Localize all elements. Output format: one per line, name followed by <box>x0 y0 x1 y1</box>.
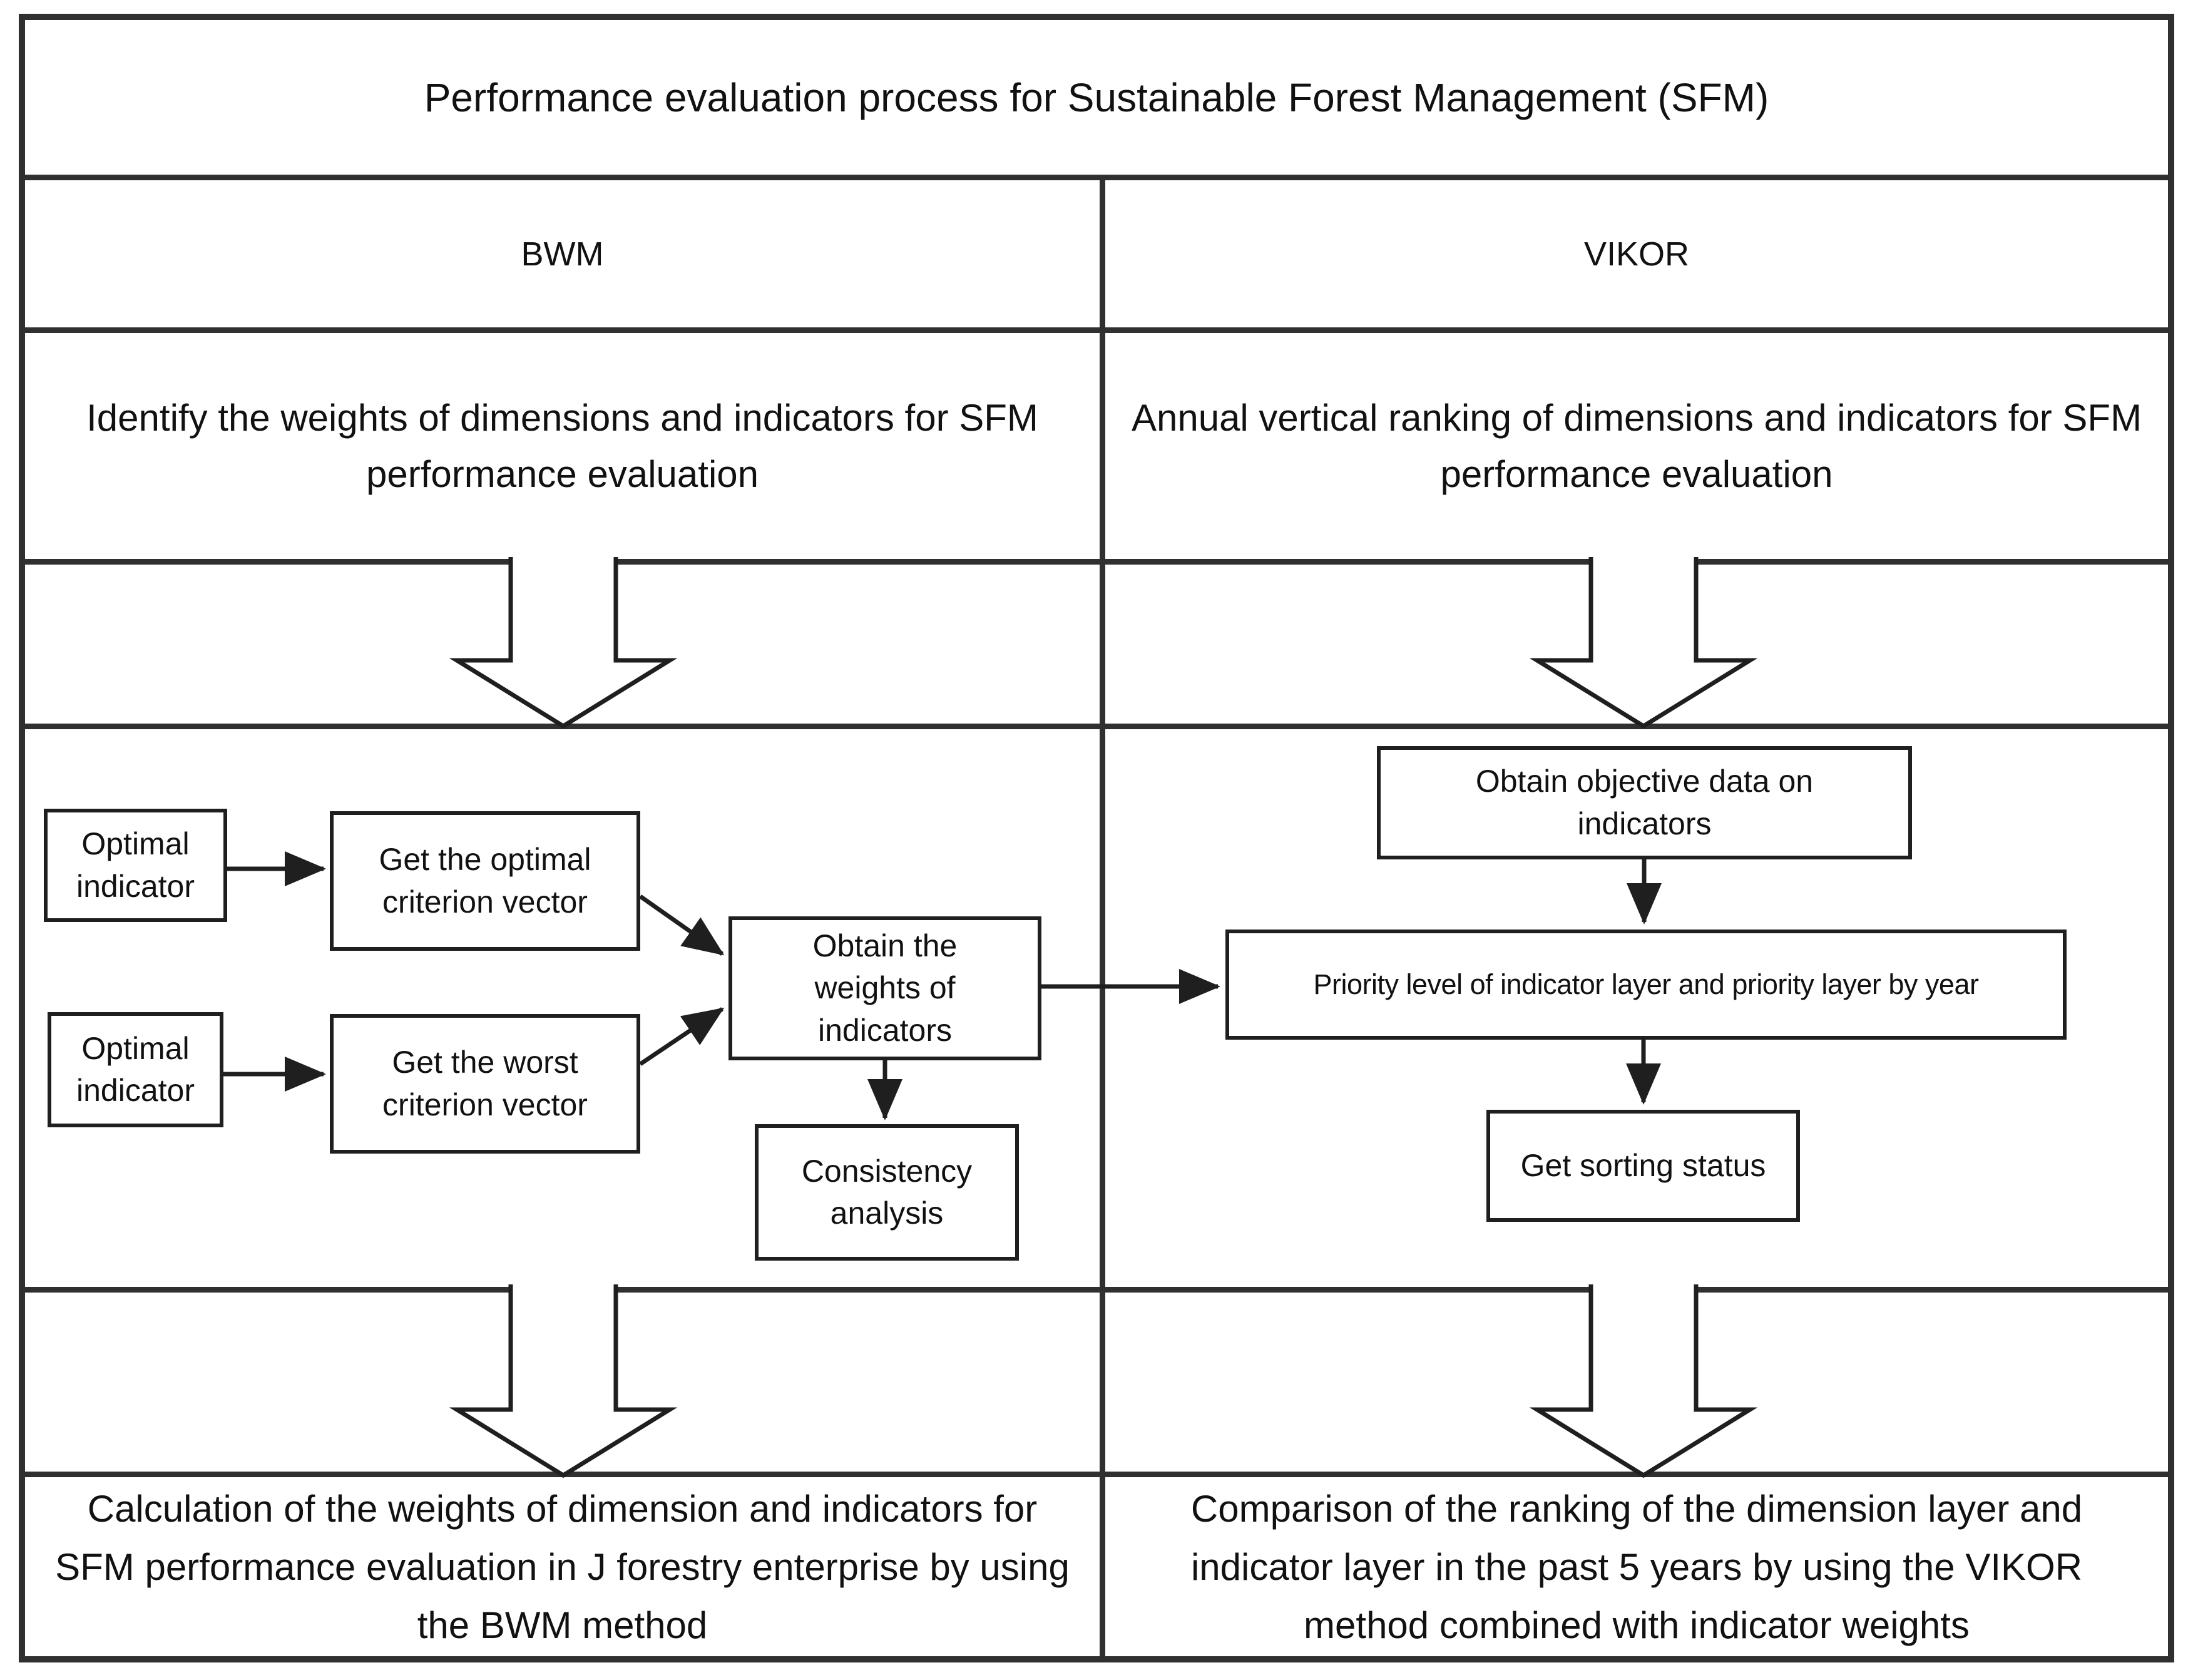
flow-box-get-sorting-status-label: Get sorting status <box>1520 1147 1766 1183</box>
flow-box-get-optimal-criterion-vector-label: Get the optimal criterion vector <box>379 842 591 919</box>
flow-box-optimal-indicator-top: Optimal indicator <box>44 809 227 922</box>
column-header-bwm: BWM <box>25 180 1100 327</box>
vikor-conclusion-cell: Comparison of the ranking of the dimensi… <box>1105 1477 2168 1656</box>
column-header-vikor: VIKOR <box>1105 180 2168 327</box>
flow-box-obtain-objective-data: Obtain objective data on indicators <box>1377 746 1912 859</box>
page-title: Performance evaluation process for Susta… <box>25 20 2168 175</box>
block-arrow-bwm-top <box>449 557 678 729</box>
column-divider <box>1100 175 1105 1656</box>
flow-box-obtain-weights: Obtain the weights of indicators <box>728 916 1041 1060</box>
divider-below-headers <box>25 327 2168 333</box>
flow-box-obtain-weights-label: Obtain the weights of indicators <box>812 928 958 1048</box>
divider-below-descriptions <box>25 559 2168 565</box>
vikor-conclusion-text: Comparison of the ranking of the dimensi… <box>1190 1487 2083 1646</box>
arrow-optimal-vector-to-weights <box>638 894 725 956</box>
block-arrow-vikor-top <box>1529 557 1758 729</box>
flow-box-optimal-indicator-top-label: Optimal indicator <box>76 826 195 904</box>
flow-box-consistency-analysis-label: Consistency analysis <box>801 1153 973 1231</box>
bwm-description-text: Identify the weights of dimensions and i… <box>86 396 1038 495</box>
vikor-description-text: Annual vertical ranking of dimensions an… <box>1131 396 2142 495</box>
flow-box-get-worst-criterion-vector-label: Get the worst criterion vector <box>382 1045 588 1122</box>
flow-box-priority-level-label: Priority level of indicator layer and pr… <box>1313 968 1979 1000</box>
flow-box-consistency-analysis: Consistency analysis <box>755 1124 1019 1261</box>
flow-box-get-sorting-status: Get sorting status <box>1486 1110 1800 1222</box>
divider-below-flowchart-row <box>25 1287 2168 1293</box>
flow-box-get-optimal-criterion-vector: Get the optimal criterion vector <box>330 811 640 951</box>
divider-below-title <box>25 175 2168 180</box>
block-arrow-vikor-bottom <box>1529 1284 1758 1478</box>
page-title-text: Performance evaluation process for Susta… <box>424 74 1769 120</box>
vikor-description-cell: Annual vertical ranking of dimensions an… <box>1105 333 2168 559</box>
divider-below-arrow-row-2 <box>25 1472 2168 1477</box>
bwm-description-cell: Identify the weights of dimensions and i… <box>25 333 1100 559</box>
column-header-bwm-label: BWM <box>521 235 604 273</box>
bwm-conclusion-text: Calculation of the weights of dimension … <box>55 1487 1070 1646</box>
arrow-worst-vector-to-weights <box>639 1007 725 1066</box>
flow-box-optimal-indicator-bottom-label: Optimal indicator <box>76 1030 195 1109</box>
bwm-conclusion-cell: Calculation of the weights of dimension … <box>25 1477 1100 1656</box>
column-header-vikor-label: VIKOR <box>1583 235 1690 273</box>
flow-box-priority-level: Priority level of indicator layer and pr… <box>1225 930 2067 1040</box>
block-arrow-bwm-bottom <box>449 1284 678 1478</box>
flow-box-obtain-objective-data-label: Obtain objective data on indicators <box>1475 764 1814 841</box>
divider-below-arrow-row-1 <box>25 724 2168 729</box>
flow-box-get-worst-criterion-vector: Get the worst criterion vector <box>330 1014 640 1154</box>
flow-box-optimal-indicator-bottom: Optimal indicator <box>48 1012 223 1127</box>
